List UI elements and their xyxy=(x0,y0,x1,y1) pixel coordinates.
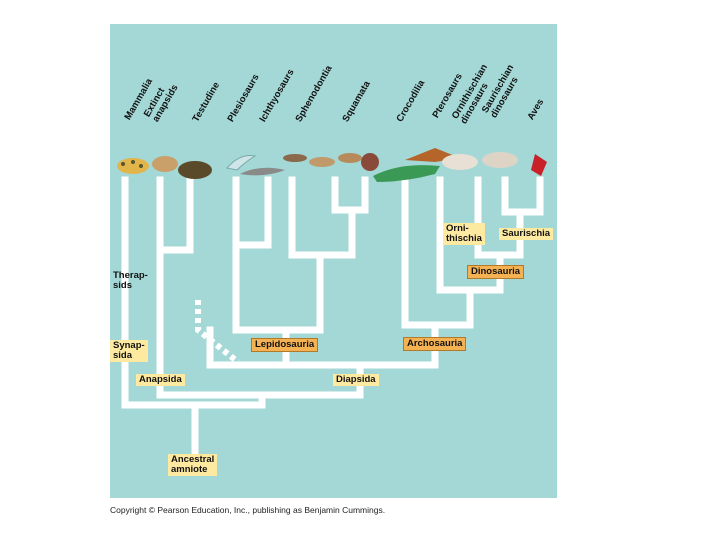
label-synapsida: Synap- sida xyxy=(110,340,148,362)
branch-ornithodira xyxy=(436,286,504,329)
crocodile-icon xyxy=(373,165,440,182)
plesiosaur-icon xyxy=(226,155,257,171)
turtle-icon xyxy=(178,161,212,179)
ornithischian-icon xyxy=(442,154,478,170)
snake-icon xyxy=(361,153,379,171)
sphenodontia-icon-2 xyxy=(309,157,335,167)
label-ornithischia: Orni- thischia xyxy=(443,223,485,245)
bird-icon xyxy=(531,154,547,176)
label-saurischia: Saurischia xyxy=(499,228,554,240)
branch-saurischia xyxy=(501,176,544,259)
animal-illustrations xyxy=(117,148,547,182)
label-therapsids: Therap- sids xyxy=(113,270,148,291)
label-archosauria: Archosauria xyxy=(403,337,467,351)
copyright-notice: Copyright © Pearson Education, Inc., pub… xyxy=(110,505,386,515)
branch-sauropsid xyxy=(156,391,364,409)
branch-lepidosauria xyxy=(288,251,356,334)
branch-diapsid xyxy=(206,361,439,399)
lizard-icon xyxy=(338,153,362,163)
label-anapsida: Anapsida xyxy=(136,374,185,386)
extinct-anapsid-icon xyxy=(152,156,178,172)
diagram-panel xyxy=(110,24,557,498)
sphenodontia-icon xyxy=(283,154,307,162)
label-dinosauria: Dinosauria xyxy=(467,265,525,279)
branch-anapsid xyxy=(156,176,194,399)
branch-squamata xyxy=(331,176,369,259)
branch-plesio-ichthy xyxy=(232,176,272,334)
mammal-icon xyxy=(117,158,149,174)
label-ancestral-amniote: Ancestral amniote xyxy=(168,454,218,476)
branch-root xyxy=(121,401,266,456)
saurischian-icon xyxy=(482,152,518,168)
dotted-plesiosaur-line xyxy=(195,300,240,365)
ichthyosaur-icon xyxy=(240,167,285,176)
label-diapsida: Diapsida xyxy=(333,374,379,386)
label-lepidosauria: Lepidosauria xyxy=(251,338,319,352)
